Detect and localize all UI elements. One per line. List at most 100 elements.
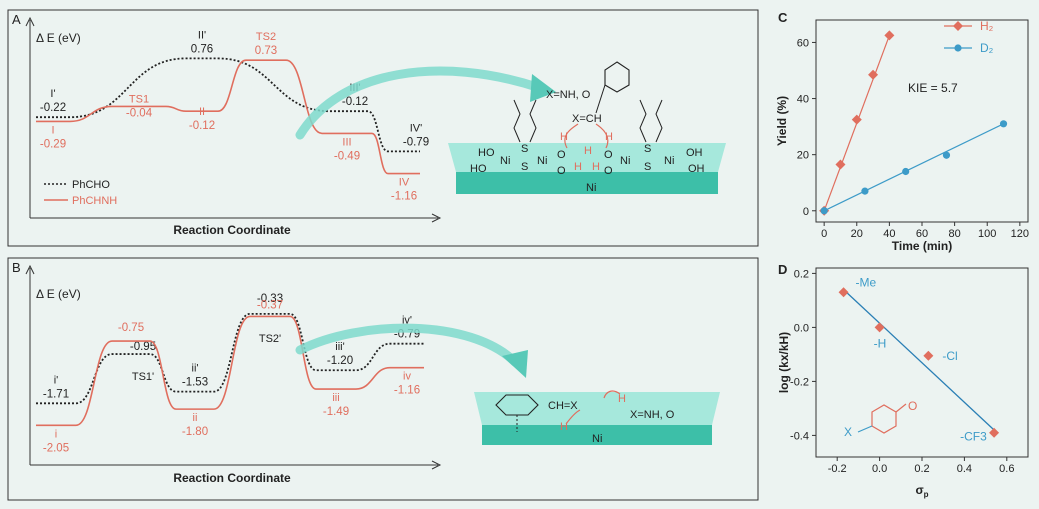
panel-c-ytick-label: 0 (803, 206, 809, 218)
profileA-phchnh-label-0: I (51, 124, 54, 136)
scheme-a-group: X=NH, O (546, 89, 591, 101)
panel-c-xtick-label: 60 (916, 228, 928, 240)
scheme-b-phenyl (495, 394, 539, 416)
profileA-phchnh-line (36, 59, 420, 175)
scheme-a-ni: Ni (586, 182, 596, 194)
panel-a-ylabel: Δ E (eV) (36, 31, 81, 45)
panel-c-ytick-label: 20 (797, 150, 809, 162)
panel-d-point-label: -CF3 (960, 430, 987, 444)
scheme-a-surface-top (448, 143, 726, 172)
scheme-a-alkene: X=CH (572, 113, 602, 125)
scheme-a-s-3: S (644, 143, 651, 155)
panel-c-plot-frame (815, 19, 1029, 223)
profileB-phcho-value-3: -0.33 (257, 293, 283, 305)
panel-b-profile: i'-1.71TS1'-0.95ii'-1.53TS2'-0.33iii'-1.… (36, 293, 424, 454)
panel-d-inset-x: X (844, 425, 852, 439)
profileB-phcho-label-3: TS2' (259, 333, 281, 345)
panel-d-xtick-label: 0.0 (872, 463, 887, 475)
scheme-a-oh-left: HO (470, 163, 487, 175)
scheme-a-chain-3 (639, 99, 647, 143)
panel-a-profile: I'-0.22II'0.76III'-0.12IV'-0.79I-0.29TS1… (36, 29, 429, 203)
panel-c-xtick-label: 100 (978, 228, 996, 240)
panel-d-fit-line (843, 289, 995, 431)
profileA-phcho-label-0: I' (50, 88, 55, 100)
legend-phcho: PhCHO (72, 179, 110, 191)
profileA-phchnh-value-4: -0.49 (334, 150, 360, 162)
panel-d-inset-bond (895, 403, 907, 413)
panel-c-legend-label-1: D₂ (980, 41, 994, 55)
scheme-a-ni-3: Ni (620, 155, 630, 167)
panel-b-xlabel: Reaction Coordinate (173, 471, 291, 485)
scheme-a-curved-arrow-2 (595, 123, 609, 149)
profileB-phcho-label-5: iv' (402, 315, 412, 327)
panel-d-point-label: -Cl (942, 349, 957, 363)
panel-a-legend: PhCHO PhCHNH (44, 179, 117, 207)
panel-d-inset-ring (871, 404, 897, 434)
scheme-a-arrow (295, 66, 545, 140)
scheme-a-h-4: H (574, 161, 582, 173)
panel-d-point (989, 427, 1000, 438)
profileB-phcho-value-1: -0.95 (130, 341, 156, 353)
profileA-phcho-value-1: 0.76 (191, 43, 213, 55)
panel-d-xlabel: σp (915, 483, 928, 499)
panel-d-point (838, 287, 849, 298)
panel-c-fit-1 (823, 123, 1004, 212)
scheme-a-o-2: O (557, 165, 566, 177)
panel-c-point-h2 (868, 69, 879, 80)
profileB-phchnh-label-5: iv (403, 371, 411, 383)
profileB-phchnh-value-2: -1.80 (182, 426, 208, 438)
scheme-a-h-5: H (592, 161, 600, 173)
panel-a-xlabel: Reaction Coordinate (173, 223, 291, 237)
scheme-a-h-2: H (584, 145, 592, 157)
profileB-phchnh-value-4: -1.49 (323, 406, 349, 418)
profileA-phchnh-value-3: 0.73 (255, 45, 277, 57)
scheme-a-curved-arrow-1 (564, 123, 579, 149)
panel-c-legend-label-0: H₂ (980, 19, 994, 33)
profileB-phcho-value-4: -1.20 (327, 355, 353, 367)
scheme-a-ni-4: Ni (664, 155, 674, 167)
panel-c-ytick-label: 60 (797, 37, 809, 49)
panel-d-xtick-label: 0.6 (999, 463, 1014, 475)
panel-c-point-h2 (884, 30, 895, 41)
scheme-a-s-1: S (521, 143, 528, 155)
panel-c-xtick-label: 0 (821, 228, 827, 240)
panel-c-xtick-label: 40 (883, 228, 895, 240)
profileA-phchnh-label-3: TS2 (256, 31, 276, 43)
profileA-phchnh-value-2: -0.12 (189, 120, 215, 132)
panel-b-letter: B (12, 260, 21, 275)
panel-d-ylabel: log (kx/kH) (777, 332, 791, 393)
panel-d-xtick-label: 0.4 (957, 463, 972, 475)
panel-d-inset-x-bond (857, 425, 873, 433)
panel-d-ytick-label: 0.2 (794, 268, 809, 280)
panel-d-xtick-label: -0.2 (828, 463, 847, 475)
panel-c-xtick-label: 80 (948, 228, 960, 240)
panel-d-point (923, 350, 934, 361)
profileB-phcho-label-1: TS1' (132, 371, 154, 383)
scheme-b-surface-top (474, 392, 720, 425)
panel-d-ytick-label: -0.2 (790, 376, 809, 388)
profileA-phcho-line (36, 57, 420, 153)
scheme-a-o-1: O (557, 149, 566, 161)
profileB-phcho-value-0: -1.71 (43, 388, 69, 400)
panel-d-ytick-label: 0.0 (794, 322, 809, 334)
scheme-b-alkene: CH=X (548, 400, 578, 412)
profileB-phchnh-value-3: -0.37 (257, 299, 283, 311)
panel-c-letter: C (778, 10, 788, 25)
panel-c-point-h2 (851, 114, 862, 125)
panel-c-point-d2 (820, 207, 828, 215)
scheme-a-surface-front (456, 172, 718, 194)
profileB-phchnh-label-0: i (55, 428, 57, 440)
scheme-b-ni: Ni (592, 433, 602, 445)
scheme-b: Ni CH=X X=NH, O H H (295, 323, 720, 445)
panel-b-frame (7, 257, 759, 501)
panel-b-axes (25, 264, 442, 470)
panel-a-letter: A (12, 12, 21, 27)
profileA-phcho-value-3: -0.79 (403, 136, 429, 148)
profileB-phcho-label-2: ii' (192, 363, 199, 375)
scheme-a-h-3: H (605, 131, 613, 143)
panel-d-xtick-label: 0.2 (914, 463, 929, 475)
profileB-phchnh-value-0: -2.05 (43, 442, 69, 454)
profileB-phchnh-value-5: -1.16 (394, 385, 420, 397)
panel-c-point-d2 (999, 120, 1008, 128)
